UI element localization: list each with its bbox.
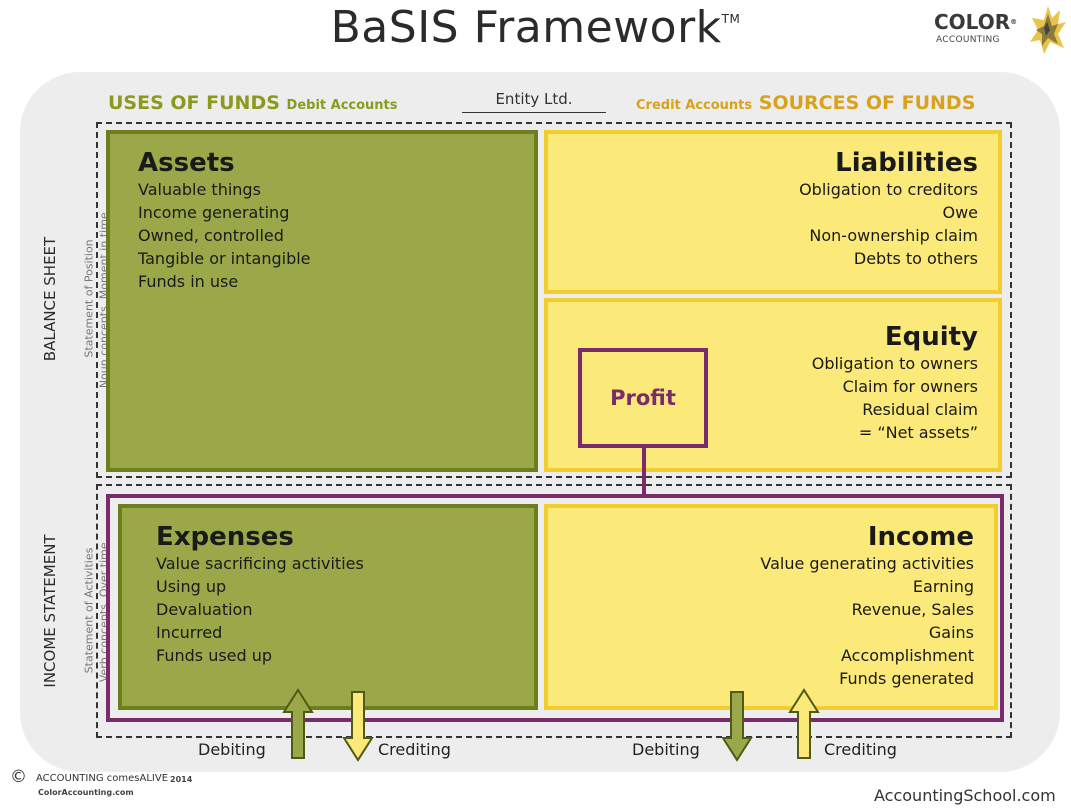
list-item: Earning: [912, 577, 974, 596]
expenses-debit-arrow: [282, 688, 314, 759]
list-item: Valuable things: [138, 180, 261, 199]
expenses-crediting-label: Crediting: [378, 740, 451, 759]
income-credit-arrow: [788, 688, 820, 759]
liabilities-box: Liabilities Obligation to creditors Owe …: [544, 130, 1002, 294]
income-box: Income Value generating activities Earni…: [544, 504, 998, 710]
copyright-icon: ©: [10, 767, 27, 787]
income-title: Income: [867, 522, 974, 552]
color-accounting-logo-icon: [1030, 6, 1066, 54]
equity-title: Equity: [884, 322, 978, 352]
expenses-debiting-label: Debiting: [198, 740, 266, 759]
income-debiting-label: Debiting: [632, 740, 700, 759]
list-item: Residual claim: [862, 400, 978, 419]
profit-box: Profit: [578, 348, 708, 448]
list-item: Revenue, Sales: [851, 600, 974, 619]
list-item: Obligation to creditors: [799, 180, 978, 199]
list-item: Owned, controlled: [138, 226, 284, 245]
expenses-credit-arrow: [342, 691, 374, 762]
entity-name: Entity Ltd.: [462, 90, 606, 113]
balance-sheet-frame: [96, 122, 1012, 478]
equity-box: Equity Obligation to owners Claim for ow…: [544, 298, 1002, 472]
income-debit-arrow: [721, 691, 753, 762]
list-item: Obligation to owners: [811, 354, 978, 373]
assets-box: Assets Valuable things Income generating…: [106, 130, 538, 472]
list-item: Debts to others: [853, 249, 978, 268]
list-item: = “Net assets”: [858, 423, 978, 442]
sources-of-funds-heading: Credit Accounts SOURCES OF FUNDS: [636, 92, 976, 114]
list-item: Owe: [942, 203, 978, 222]
profit-outline: [106, 494, 1004, 722]
list-item: Funds used up: [156, 646, 273, 665]
list-item: Tangible or intangible: [138, 249, 311, 268]
list-item: Value generating activities: [760, 554, 974, 573]
logo-text: COLOR®: [934, 10, 1018, 34]
income-statement-frame: [96, 484, 1012, 738]
uses-of-funds-heading: USES OF FUNDS Debit Accounts: [108, 92, 398, 114]
list-item: Accomplishment: [841, 646, 974, 665]
brand-name: ACCOUNTING comesALIVE: [36, 773, 169, 784]
liabilities-title: Liabilities: [835, 148, 978, 178]
logo-subtext: ACCOUNTING: [936, 35, 1000, 45]
site-url: AccountingSchool.com: [874, 786, 1056, 805]
brand-url: ColorAccounting.com: [38, 788, 134, 797]
income-crediting-label: Crediting: [824, 740, 897, 759]
list-item: Using up: [156, 577, 227, 596]
list-item: Devaluation: [156, 600, 253, 619]
profit-connector: [642, 448, 646, 494]
brand-year: 2014: [170, 775, 193, 784]
list-item: Value sacrificing activities: [156, 554, 364, 573]
list-item: Gains: [928, 623, 974, 642]
list-item: Incurred: [156, 623, 223, 642]
expenses-title: Expenses: [156, 522, 294, 552]
list-item: Funds generated: [839, 669, 974, 688]
expenses-box: Expenses Value sacrificing activities Us…: [118, 504, 538, 710]
assets-title: Assets: [138, 148, 235, 178]
page-title: BaSIS FrameworkTM: [330, 2, 741, 53]
list-item: Income generating: [138, 203, 290, 222]
list-item: Claim for owners: [842, 377, 978, 396]
list-item: Non-ownership claim: [809, 226, 978, 245]
list-item: Funds in use: [138, 272, 239, 291]
